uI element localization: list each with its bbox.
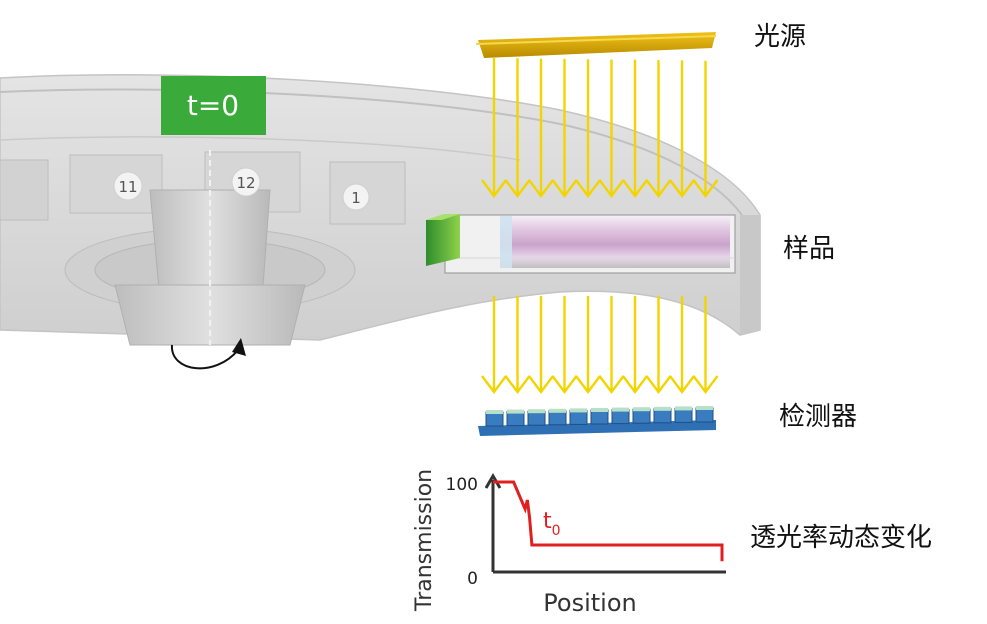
transmitted-arrow-head-icon bbox=[528, 375, 554, 394]
detector-cell-top bbox=[549, 408, 566, 413]
transmitted-arrow-head-icon bbox=[669, 375, 695, 394]
detector-cell bbox=[590, 409, 609, 425]
incident-arrow-head-icon bbox=[645, 179, 672, 198]
detector-cell-top bbox=[528, 409, 545, 414]
series-t0-line bbox=[493, 480, 724, 562]
detector-cell-top bbox=[675, 406, 692, 411]
detector-cell bbox=[527, 410, 546, 426]
time-badge-text: t=0 bbox=[187, 89, 239, 122]
light-source-label: 光源 bbox=[754, 22, 807, 52]
transmitted-arrow-head-icon bbox=[645, 375, 672, 394]
y-axis-label: Transmission bbox=[412, 469, 437, 612]
detector-cell-top bbox=[486, 410, 503, 414]
rotation-arrow-icon bbox=[170, 338, 246, 370]
cuvette-cap bbox=[426, 214, 460, 266]
incident-arrow-head-icon bbox=[551, 179, 578, 198]
detector-cell bbox=[611, 409, 630, 425]
detector-cell bbox=[653, 408, 672, 424]
detector-cell-top bbox=[570, 408, 587, 413]
detector-array bbox=[478, 406, 716, 436]
detector-cell bbox=[506, 411, 525, 427]
x-axis-label: Position bbox=[543, 589, 636, 617]
slot-11-label: 11 bbox=[118, 178, 137, 196]
sample-cuvette bbox=[426, 214, 736, 274]
detector-cell bbox=[674, 407, 693, 423]
detector-cell-top bbox=[507, 409, 524, 414]
detector-cell-top bbox=[696, 406, 713, 410]
detector-cell-top bbox=[633, 407, 650, 412]
incident-light-arrows bbox=[481, 58, 719, 198]
incident-arrow-head-icon bbox=[622, 179, 648, 198]
time-badge: t=0 bbox=[161, 76, 266, 135]
transmission-change-label: 透光率动态变化 bbox=[750, 523, 933, 553]
detector-cell bbox=[569, 409, 588, 425]
detector-cell bbox=[485, 411, 504, 427]
incident-arrow-head-icon bbox=[669, 179, 695, 198]
transmitted-arrow-head-icon bbox=[481, 375, 507, 394]
incident-arrow-head-icon bbox=[575, 179, 601, 198]
y-tick-0: 0 bbox=[467, 569, 478, 589]
detector-cell bbox=[632, 408, 651, 424]
incident-arrow-head-icon bbox=[598, 179, 625, 198]
detector-cells bbox=[485, 406, 714, 427]
sample-label: 样品 bbox=[783, 234, 836, 264]
incident-arrow-head-icon bbox=[481, 179, 507, 198]
transmitted-arrow-head-icon bbox=[575, 375, 601, 394]
light-source-bar bbox=[475, 32, 717, 58]
slot-11: 11 bbox=[113, 171, 143, 201]
detector-cell-top bbox=[591, 408, 608, 412]
slot-12: 12 bbox=[231, 167, 261, 197]
transmitted-arrow-head-icon bbox=[598, 375, 625, 394]
incident-arrow-head-icon bbox=[504, 179, 531, 198]
incident-arrow-head-icon bbox=[528, 179, 554, 198]
transmitted-arrow-head-icon bbox=[692, 375, 719, 394]
transmission-chart: 100 0 Transmission Position t0 bbox=[412, 469, 726, 617]
detector-cell-top bbox=[654, 406, 671, 411]
detector-label: 检测器 bbox=[779, 402, 858, 432]
transmitted-arrow-head-icon bbox=[551, 375, 578, 394]
transmitted-arrow-head-icon bbox=[622, 375, 648, 394]
transmitted-light-arrows bbox=[481, 296, 719, 394]
y-axis-arrow-icon bbox=[484, 473, 502, 489]
y-tick-100: 100 bbox=[446, 475, 478, 495]
detector-cell-top bbox=[612, 407, 629, 412]
slot-1: 1 bbox=[342, 183, 370, 211]
slot-1-label: 1 bbox=[351, 189, 361, 207]
incident-arrow-head-icon bbox=[692, 179, 719, 198]
detector-cell bbox=[548, 410, 567, 426]
detector-cell bbox=[695, 407, 714, 423]
slot-12-label: 12 bbox=[236, 174, 255, 192]
series-t0-annotation: t0 bbox=[543, 509, 561, 539]
transmitted-arrow-head-icon bbox=[504, 375, 531, 394]
rotor bbox=[0, 74, 761, 346]
